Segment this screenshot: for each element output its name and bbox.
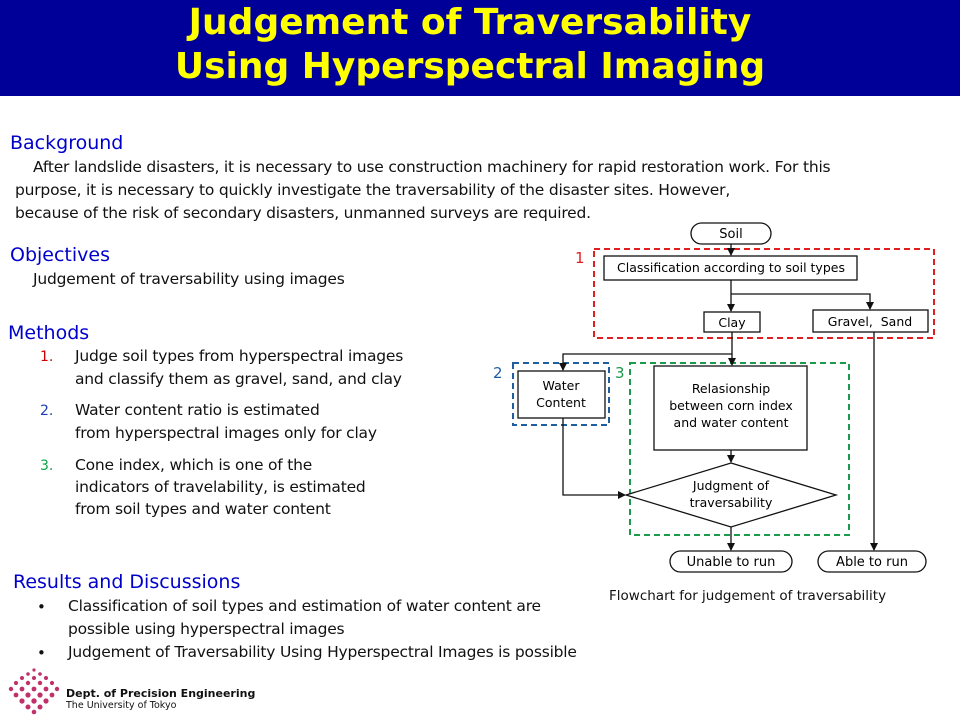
background-line-1: After landslide disasters, it is necessa… [33,158,831,176]
background-heading: Background [10,132,124,154]
results-bullet-1: • [37,598,46,616]
background-line-3: because of the risk of secondary disaste… [15,204,591,222]
method-2-line-2: from hyperspectral images only for clay [75,424,377,442]
title-line-2: Using Hyperspectral Imaging [174,46,766,87]
method-3-line-3: from soil types and water content [75,500,331,518]
results-item-1-line-1: Classification of soil types and estimat… [68,597,541,615]
relationship-label-line-2: between corn index [669,398,793,413]
region-3-outline [629,362,850,536]
results-item-1-line-2: possible using hyperspectral images [68,620,345,638]
methods-heading: Methods [8,322,90,344]
background-line-2: purpose, it is necessary to quickly inve… [15,181,731,199]
logo-dept-name: Dept. of Precision Engineering [66,687,256,700]
relationship-label-line-1: Relasionship [692,381,770,396]
soil-label: Soil [719,227,742,242]
results-heading: Results and Discussions [13,571,241,593]
region-2-outline [512,362,610,426]
flowchart-caption: Flowchart for judgement of traversabilit… [609,588,887,604]
method-3-number: 3. [40,458,54,474]
title-banner: Judgement of Traversability Using Hypers… [0,0,960,96]
relationship-label-line-3: and water content [674,415,789,430]
method-3-line-1: Cone index, which is one of the [75,456,313,474]
unable-node [669,550,793,573]
objectives-heading: Objectives [10,244,110,266]
results-item-2-line-1: Judgement of Traversability Using Hypers… [68,643,577,661]
able-node [817,550,927,573]
unable-label: Unable to run [687,555,776,570]
region-1-label: 1 [575,249,585,267]
clay-label: Clay [718,315,746,330]
water-content-node [517,370,606,419]
method-1-line-1: Judge soil types from hyperspectral imag… [75,347,404,365]
region-1-outline [593,248,935,339]
logo-university-name: The University of Tokyo [66,700,177,711]
gravel-sand-label: Gravel, Sand [828,314,912,329]
classification-label: Classification according to soil types [617,260,845,275]
university-logo-icon [8,668,60,715]
results-bullet-2: • [37,644,46,662]
region-3-label: 3 [615,364,625,382]
method-1-line-2: and classify them as gravel, sand, and c… [75,370,402,388]
title-line-1: Judgement of Traversability [188,2,752,43]
classification-node [603,255,858,281]
judgment-label-line-2: traversability [690,495,773,510]
method-3-line-2: indicators of travelability, is estimate… [75,478,366,496]
water-content-label-line-1: Water [543,378,581,393]
method-2-line-1: Water content ratio is estimated [75,401,320,419]
method-2-number: 2. [40,403,54,419]
region-2-label: 2 [493,364,503,382]
method-1-number: 1. [40,349,54,365]
water-content-label-line-2: Content [536,395,586,410]
able-label: Able to run [836,555,908,570]
objectives-text: Judgement of traversability using images [33,270,345,288]
gravel-sand-node [812,309,929,333]
judgment-label-line-1: Judgment of [692,478,770,493]
relationship-node [653,365,808,451]
flowchart-connectors [559,244,878,551]
